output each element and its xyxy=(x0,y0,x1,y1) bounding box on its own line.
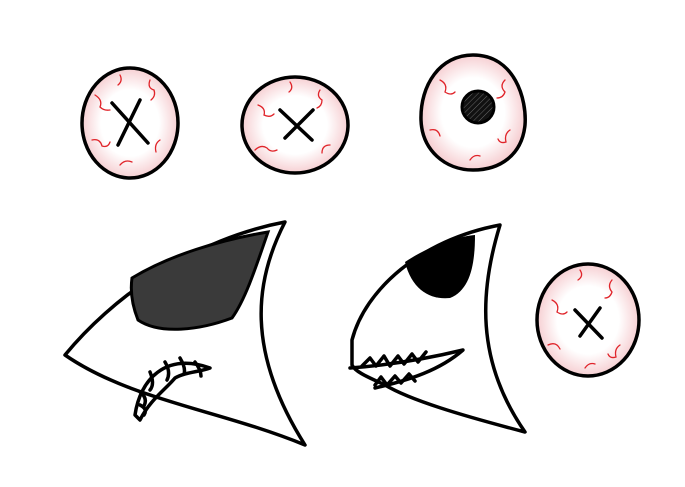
shark-head-icon xyxy=(63,220,307,447)
eyeball-pupil-icon xyxy=(419,53,527,172)
eyeball-x-icon xyxy=(80,66,180,180)
eyeball-x-icon xyxy=(535,262,641,378)
eyeball-x-icon xyxy=(240,75,350,175)
shark-eye-patch xyxy=(129,230,271,331)
shark-head-icon xyxy=(348,223,527,434)
shark-eye-patch xyxy=(405,235,475,299)
